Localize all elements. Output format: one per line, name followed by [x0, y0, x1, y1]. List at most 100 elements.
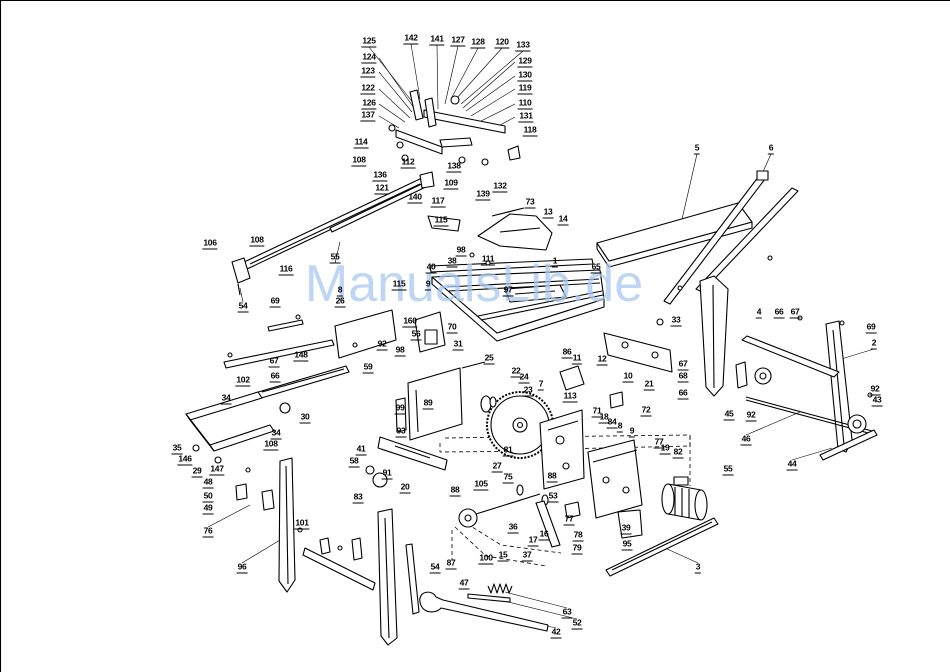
part-number-label: 67 [789, 306, 801, 319]
part-number-label: 108 [263, 438, 279, 451]
part-number-label: 87 [445, 557, 457, 570]
cover-25 [461, 361, 486, 369]
table-leg-right [699, 275, 729, 397]
part-number-label: 42 [550, 626, 562, 639]
part-number-label: 116 [278, 263, 294, 276]
part-20 [377, 436, 448, 471]
blade-flange [480, 395, 497, 413]
part-number-label: 71 [591, 405, 603, 418]
handwheel [458, 508, 478, 528]
part-number-label: 17 [527, 534, 539, 547]
part-number-label: 5 [693, 142, 701, 155]
shaft-parts [516, 484, 581, 548]
part-number-label: 54 [429, 561, 441, 574]
part-number-label: 26 [334, 295, 346, 308]
wheel [754, 367, 867, 434]
part-number-label: 36 [507, 521, 519, 534]
shaft-105 [475, 493, 541, 515]
part-number-label: 88 [449, 484, 461, 497]
part-number-label: 37 [521, 549, 533, 562]
part-number-label: 146 [177, 453, 193, 466]
part-number-label: 66 [269, 370, 281, 383]
part-number-label: 120 [494, 36, 510, 49]
part-number-label: 63 [561, 606, 573, 619]
knob-30 [279, 402, 291, 414]
part-number-label: 92 [376, 338, 388, 351]
part-number-label: 118 [522, 124, 538, 137]
part-number-label: 130 [517, 69, 533, 82]
part-number-label: 86 [561, 346, 573, 359]
part-number-label: 6 [767, 142, 775, 155]
end-cap-106 [231, 257, 251, 284]
part-number-label: 119 [517, 82, 533, 95]
part-number-label: 68 [677, 370, 689, 383]
part-number-label: 117 [430, 195, 446, 208]
rail-3 [605, 517, 719, 577]
part-number-label: 30 [299, 411, 311, 424]
small-brackets [235, 483, 363, 561]
part-number-label: 121 [374, 182, 390, 195]
part-number-label: 76 [202, 525, 214, 538]
saddle-block [414, 311, 446, 353]
tilt-bracket [603, 332, 673, 373]
bracket-93 [395, 397, 407, 433]
part-number-label: 100 [478, 552, 494, 565]
handwheel-small [365, 465, 388, 488]
part-number-label: 46 [740, 433, 752, 446]
part-number-label: 11 [571, 352, 583, 365]
part-54-pin [237, 283, 241, 296]
miter-fence-assembly [388, 89, 521, 189]
part-number-label: 101 [294, 517, 310, 530]
part-number-label: 23 [522, 384, 534, 397]
part-number-label: 73 [524, 196, 536, 209]
rail-44 [819, 429, 878, 461]
part-number-label: 137 [360, 109, 376, 122]
part-number-label: 72 [640, 404, 652, 417]
spring [487, 583, 513, 594]
part-number-label: 9 [424, 278, 432, 291]
part-number-label: 39 [620, 522, 632, 535]
part-number-label: 77 [653, 436, 665, 449]
part-number-label: 96 [236, 561, 248, 574]
part-number-label: 55 [329, 251, 341, 264]
table-leg-left [278, 457, 296, 593]
motor-frame [587, 439, 643, 519]
part-number-label: 109 [443, 177, 459, 190]
part-number-label: 27 [491, 460, 503, 473]
part-number-label: 102 [235, 374, 251, 387]
part-number-label: 147 [209, 463, 225, 476]
part-number-label: 65 [590, 261, 602, 274]
part-number-label: 112 [400, 156, 416, 169]
part-number-label: 40 [425, 261, 437, 274]
part-number-label: 140 [407, 191, 423, 204]
part-number-label: 115 [433, 214, 449, 227]
part-number-label: 142 [403, 32, 419, 45]
part-number-label: 52 [571, 617, 583, 630]
part-number-label: 98 [394, 344, 406, 357]
part-number-label: 88 [546, 470, 558, 483]
part-number-label: 2 [870, 337, 878, 350]
part-number-label: 126 [361, 97, 377, 110]
extension-table [596, 202, 753, 268]
part-number-label: 66 [677, 387, 689, 400]
part-number-label: 67 [268, 355, 280, 368]
part-number-label: 16 [538, 528, 550, 541]
part-number-label: 3 [694, 561, 702, 574]
part-number-label: 123 [360, 65, 376, 78]
part-number-label: 14 [557, 213, 569, 226]
part-number-label: 56 [410, 328, 422, 341]
leader-lines [207, 43, 875, 629]
part-number-label: 19 [659, 442, 671, 455]
part-number-label: 66 [773, 306, 785, 319]
table-rail [429, 258, 594, 273]
part-number-label: 67 [677, 358, 689, 371]
part-number-label: 95 [621, 538, 633, 551]
motor-mount-plate [539, 409, 585, 490]
blade-guard [427, 207, 553, 251]
part-number-label: 33 [670, 314, 682, 327]
motor [661, 476, 708, 521]
part-number-label: 50 [202, 490, 214, 503]
part-number-label: 8 [336, 284, 344, 297]
part-number-label: 4 [755, 306, 763, 319]
